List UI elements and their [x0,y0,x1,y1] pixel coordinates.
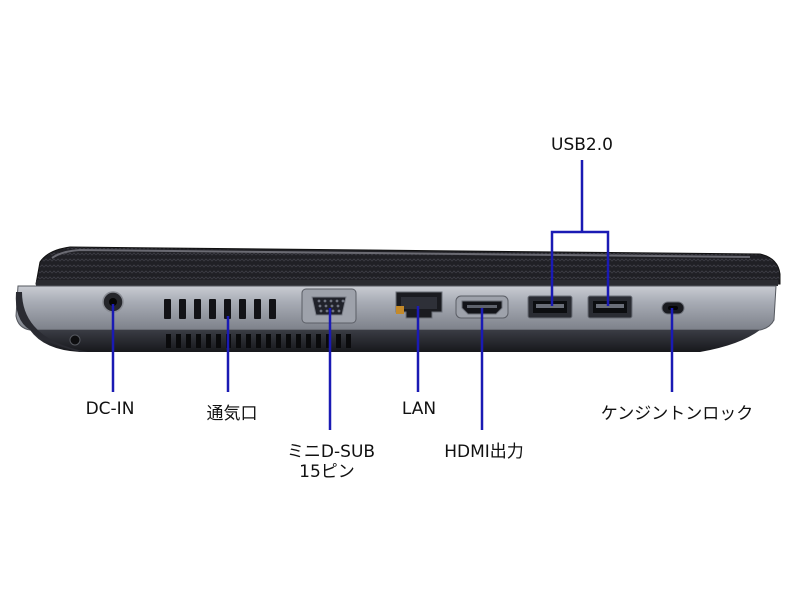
leader-usb [550,230,610,306]
lid-edge [36,280,778,286]
lid-highlight [51,248,751,259]
vga-label-line1: ミニD-SUB [286,442,376,462]
leader-lines [111,160,674,430]
dc-in-port [102,291,124,313]
vent-label: 通気口 [206,404,258,424]
dc-in-label: DC-IN [85,399,135,419]
usb-port-2 [587,295,633,319]
vga-port [301,288,357,324]
hdmi-port [455,295,509,319]
vent-slots-upper [164,299,276,319]
chassis-bottom [30,330,760,352]
rear-hole [69,334,81,346]
usb-label: USB2.0 [551,135,613,155]
usb-port-1 [527,295,573,319]
hdmi-label: HDMI出力 [444,442,524,462]
lan-port [395,291,443,319]
chassis-rear-curve [15,292,88,352]
lan-label: LAN [401,399,437,419]
kensington-label: ケンジントンロック [600,404,754,424]
vga-label-line2: 15ピン [299,462,355,482]
